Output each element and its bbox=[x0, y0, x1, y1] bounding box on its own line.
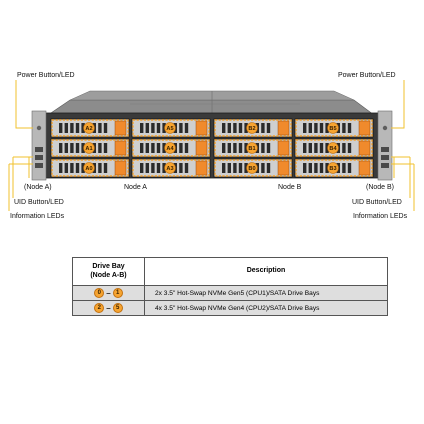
bay-number-label: B5 bbox=[329, 126, 336, 132]
bay-number-label: A3 bbox=[166, 166, 173, 172]
node-a-paren-label: (Node A) bbox=[24, 184, 52, 191]
bay-number-label: B3 bbox=[329, 166, 336, 172]
drive-latch[interactable] bbox=[114, 140, 127, 156]
vent-grill bbox=[222, 123, 271, 133]
description-header: Description bbox=[144, 257, 388, 286]
node-a-label: Node A bbox=[124, 184, 147, 191]
bay-number-badge bbox=[83, 162, 95, 174]
bay-badge: 5 bbox=[112, 303, 123, 313]
rack-ear-left bbox=[31, 110, 47, 181]
bay-number-badge bbox=[164, 162, 176, 174]
information-leds-label-left: Information LEDs bbox=[10, 213, 65, 220]
bay-number-label: A2 bbox=[85, 126, 92, 132]
vent-grill bbox=[140, 143, 189, 153]
node-b-paren-label: (Node B) bbox=[366, 184, 395, 191]
bay-number-label: A1 bbox=[85, 146, 92, 152]
vent-grill bbox=[59, 143, 108, 153]
uid-button-label-left: UID Button/LED bbox=[14, 199, 64, 206]
table-header-row: Drive Bay (Node A-B) Description bbox=[72, 257, 388, 286]
node-b-label: Node B bbox=[278, 184, 302, 191]
rack-ear-right bbox=[377, 110, 393, 181]
drive-latch[interactable] bbox=[358, 120, 371, 136]
callout-lines-left bbox=[8, 80, 33, 211]
drive-latch[interactable] bbox=[358, 140, 371, 156]
bay-number-badge bbox=[164, 122, 176, 134]
drive-latch[interactable] bbox=[358, 160, 371, 176]
vent-grill bbox=[222, 163, 271, 173]
drive-bay[interactable]: A0 bbox=[50, 158, 130, 178]
bay-number-badge bbox=[327, 122, 339, 134]
information-leds-label-right: Information LEDs bbox=[353, 213, 408, 220]
node-a-controls bbox=[35, 125, 43, 168]
bay-number-label: B4 bbox=[329, 146, 337, 152]
drive-bay[interactable]: B5 bbox=[294, 118, 374, 138]
bay-number-badge bbox=[83, 122, 95, 134]
bay-number-label: B1 bbox=[248, 146, 255, 152]
bay-badge: 0 bbox=[94, 288, 105, 298]
drive-bay[interactable]: A4 bbox=[131, 138, 211, 158]
power-button-label-left: Power Button/LED bbox=[17, 72, 75, 79]
node-b-controls bbox=[381, 125, 389, 168]
drive-latch[interactable] bbox=[195, 160, 208, 176]
drive-latch[interactable] bbox=[277, 120, 290, 136]
drive-bay[interactable]: A1 bbox=[50, 138, 130, 158]
bay-range-cell: 0 – 1 bbox=[72, 285, 145, 301]
bay-number-label: A4 bbox=[166, 146, 174, 152]
table-row: 0 – 1 2x 3.5" Hot-Swap NVMe Gen5 (CPU1)/… bbox=[72, 285, 388, 301]
drive-bay[interactable]: B4 bbox=[294, 138, 374, 158]
bay-number-label: B2 bbox=[248, 126, 255, 132]
range-dash: – bbox=[106, 303, 111, 313]
description-cell: 2x 3.5" Hot-Swap NVMe Gen5 (CPU1)/SATA D… bbox=[144, 285, 388, 301]
drive-latch[interactable] bbox=[114, 160, 127, 176]
range-dash: – bbox=[106, 288, 111, 298]
vent-grill bbox=[140, 123, 189, 133]
vent-grill bbox=[59, 163, 108, 173]
table-row: 2 – 5 4x 3.5" Hot-Swap NVMe Gen4 (CPU2)/… bbox=[72, 300, 388, 316]
drive-bay[interactable]: B2 bbox=[213, 118, 293, 138]
vent-grill bbox=[303, 163, 352, 173]
bay-number-label: B0 bbox=[248, 166, 255, 172]
drive-bay[interactable]: B0 bbox=[213, 158, 293, 178]
description-cell: 4x 3.5" Hot-Swap NVMe Gen4 (CPU2)/SATA D… bbox=[144, 300, 388, 316]
bay-number-badge bbox=[164, 142, 176, 154]
bay-number-badge bbox=[83, 142, 95, 154]
bay-badge: 1 bbox=[112, 288, 123, 298]
callout-lines-right bbox=[391, 80, 415, 211]
bay-number-label: A0 bbox=[85, 166, 92, 172]
vent-grill bbox=[59, 123, 108, 133]
drive-bay[interactable]: B3 bbox=[294, 158, 374, 178]
bay-range-cell: 2 – 5 bbox=[72, 300, 145, 316]
vent-grill bbox=[303, 143, 352, 153]
vent-grill bbox=[303, 123, 352, 133]
bay-number-label: A5 bbox=[166, 126, 173, 132]
drive-latch[interactable] bbox=[195, 120, 208, 136]
drive-latch[interactable] bbox=[277, 160, 290, 176]
drive-latch[interactable] bbox=[277, 140, 290, 156]
drive-bay[interactable]: A3 bbox=[131, 158, 211, 178]
bay-number-badge bbox=[246, 142, 258, 154]
drive-latch[interactable] bbox=[195, 140, 208, 156]
vent-grill bbox=[222, 143, 271, 153]
bay-badge: 2 bbox=[94, 303, 105, 313]
bay-number-badge bbox=[246, 122, 258, 134]
bay-number-badge bbox=[246, 162, 258, 174]
drive-bay[interactable]: A2 bbox=[50, 118, 130, 138]
bay-number-badge bbox=[327, 142, 339, 154]
drive-bay[interactable]: A5 bbox=[131, 118, 211, 138]
power-button-label-right: Power Button/LED bbox=[338, 72, 396, 79]
uid-button-label-right: UID Button/LED bbox=[352, 199, 402, 206]
drive-bay-header: Drive Bay (Node A-B) bbox=[72, 257, 145, 286]
drive-latch[interactable] bbox=[114, 120, 127, 136]
drive-bay[interactable]: B1 bbox=[213, 138, 293, 158]
bay-number-badge bbox=[327, 162, 339, 174]
drive-bay-table: Drive Bay (Node A-B) Description 0 – 1 2… bbox=[72, 257, 388, 316]
vent-grill bbox=[140, 163, 189, 173]
